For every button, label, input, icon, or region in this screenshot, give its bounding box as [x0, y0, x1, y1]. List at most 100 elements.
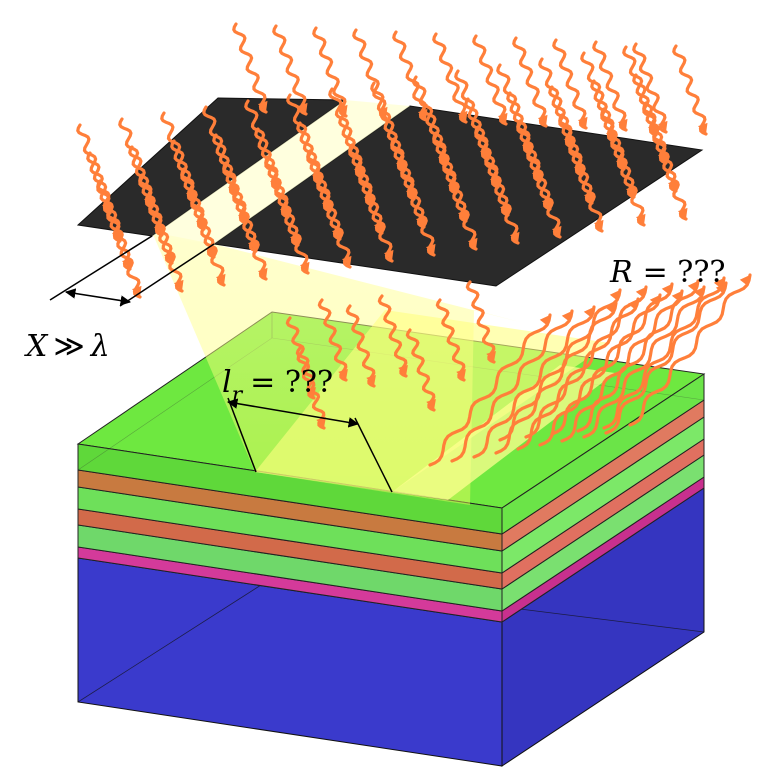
- incident-wave: [610, 135, 646, 227]
- lateral-shift-label: lr= ???: [222, 365, 333, 408]
- incident-wave-head: [216, 273, 226, 285]
- incident-wave-head: [636, 213, 646, 225]
- reflected-wave-head: [739, 275, 750, 286]
- reflected-wave: [582, 285, 706, 439]
- incident-wave-head: [538, 114, 548, 126]
- reflected-wave: [428, 313, 552, 467]
- incident-wave: [526, 147, 562, 239]
- incident-wave: [474, 125, 510, 217]
- incident-wave: [316, 177, 352, 269]
- incident-wave: [472, 34, 508, 126]
- incident-wave: [358, 171, 394, 263]
- reflected-waves: [428, 273, 752, 467]
- lateral-shift-annotation: lr= ???: [222, 365, 393, 493]
- incident-wave-head: [552, 225, 562, 237]
- reflected-wave-head: [713, 278, 724, 289]
- incident-wave: [552, 38, 588, 130]
- incident-wave: [672, 44, 708, 136]
- incident-wave: [312, 26, 348, 118]
- reflected-wave: [450, 309, 574, 463]
- incident-wave: [272, 24, 308, 116]
- incident-waves: [76, 22, 708, 430]
- incident-wave-head: [418, 108, 428, 120]
- incident-wave-head: [498, 112, 508, 124]
- incident-wave-head: [384, 249, 394, 261]
- transmitted-wave: [405, 328, 436, 412]
- reflected-wave-head: [661, 284, 672, 295]
- reflected-wave-head: [649, 295, 660, 306]
- reflectance-annotation: R= ???: [609, 255, 726, 290]
- transmitted-wave: [345, 304, 376, 388]
- reflected-wave: [604, 281, 728, 435]
- incident-wave: [348, 143, 384, 235]
- incident-wave: [642, 101, 678, 193]
- transmitted-wave-head: [338, 369, 348, 380]
- incident-wave: [632, 42, 668, 134]
- incident-wave: [432, 131, 468, 223]
- transmitted-wave: [317, 298, 348, 382]
- reflected-wave-head: [583, 307, 594, 318]
- reflected-wave: [602, 276, 726, 430]
- incident-wave-head: [426, 243, 436, 255]
- transmitted-wave-head: [486, 351, 496, 362]
- incident-wave: [96, 179, 132, 271]
- incident-wave: [106, 207, 142, 299]
- incident-wave-head: [510, 231, 520, 243]
- incident-wave-head: [300, 261, 310, 273]
- incident-wave: [558, 113, 594, 205]
- reflectance-label: R= ???: [609, 255, 726, 290]
- incident-wave: [138, 173, 174, 265]
- reflected-wave-head: [539, 315, 550, 326]
- incident-wave: [652, 129, 688, 221]
- incident-wave-head: [658, 120, 668, 132]
- incident-wave: [274, 183, 310, 275]
- incident-wave-head: [578, 116, 588, 128]
- reflected-wave: [524, 285, 648, 439]
- incident-wave-head: [468, 237, 478, 249]
- substrate-block: [77, 440, 705, 767]
- reflected-wave-head: [635, 287, 646, 298]
- incident-wave-head: [342, 255, 352, 267]
- transmitted-wave: [377, 294, 408, 378]
- incident-wave: [484, 153, 520, 245]
- incident-wave: [222, 161, 258, 253]
- reflected-wave-head: [687, 281, 698, 292]
- transmitted-wave: [465, 280, 496, 364]
- reflected-wave-head: [609, 290, 620, 301]
- incident-wave: [232, 22, 268, 114]
- incident-wave-head: [338, 104, 348, 116]
- reflected-wave-head: [605, 303, 616, 314]
- reflected-wave: [498, 288, 622, 442]
- incident-wave: [432, 32, 468, 124]
- incident-wave: [442, 159, 478, 251]
- incident-wave-head: [698, 122, 708, 134]
- incident-wave-head: [378, 106, 388, 118]
- incident-wave-head: [594, 219, 604, 231]
- incident-wave-head: [458, 110, 468, 122]
- incident-wave: [148, 201, 184, 293]
- multilayer-stack: [76, 311, 706, 767]
- incident-wave: [180, 167, 216, 259]
- incident-wave: [392, 30, 428, 122]
- reflected-wave: [538, 293, 662, 447]
- incident-wave-head: [258, 100, 268, 112]
- incident-wave-head: [174, 279, 184, 291]
- transmitted-wave: [435, 298, 466, 382]
- reflected-wave: [550, 282, 674, 436]
- incident-wave: [512, 36, 548, 128]
- incident-wave: [352, 28, 388, 120]
- incident-wave: [264, 155, 300, 247]
- incident-wave: [516, 119, 552, 211]
- transmitted-wave-head: [398, 365, 408, 376]
- reflected-wave: [628, 273, 752, 427]
- transmitted-wave-head: [426, 399, 436, 410]
- transmitted-wave-head: [366, 375, 376, 386]
- incident-wave: [306, 149, 342, 241]
- incident-wave-head: [618, 118, 628, 130]
- incident-wave: [190, 195, 226, 287]
- reflected-wave-head: [561, 311, 572, 322]
- incident-wave: [600, 107, 636, 199]
- incident-wave-head: [678, 207, 688, 219]
- incident-wave: [400, 165, 436, 257]
